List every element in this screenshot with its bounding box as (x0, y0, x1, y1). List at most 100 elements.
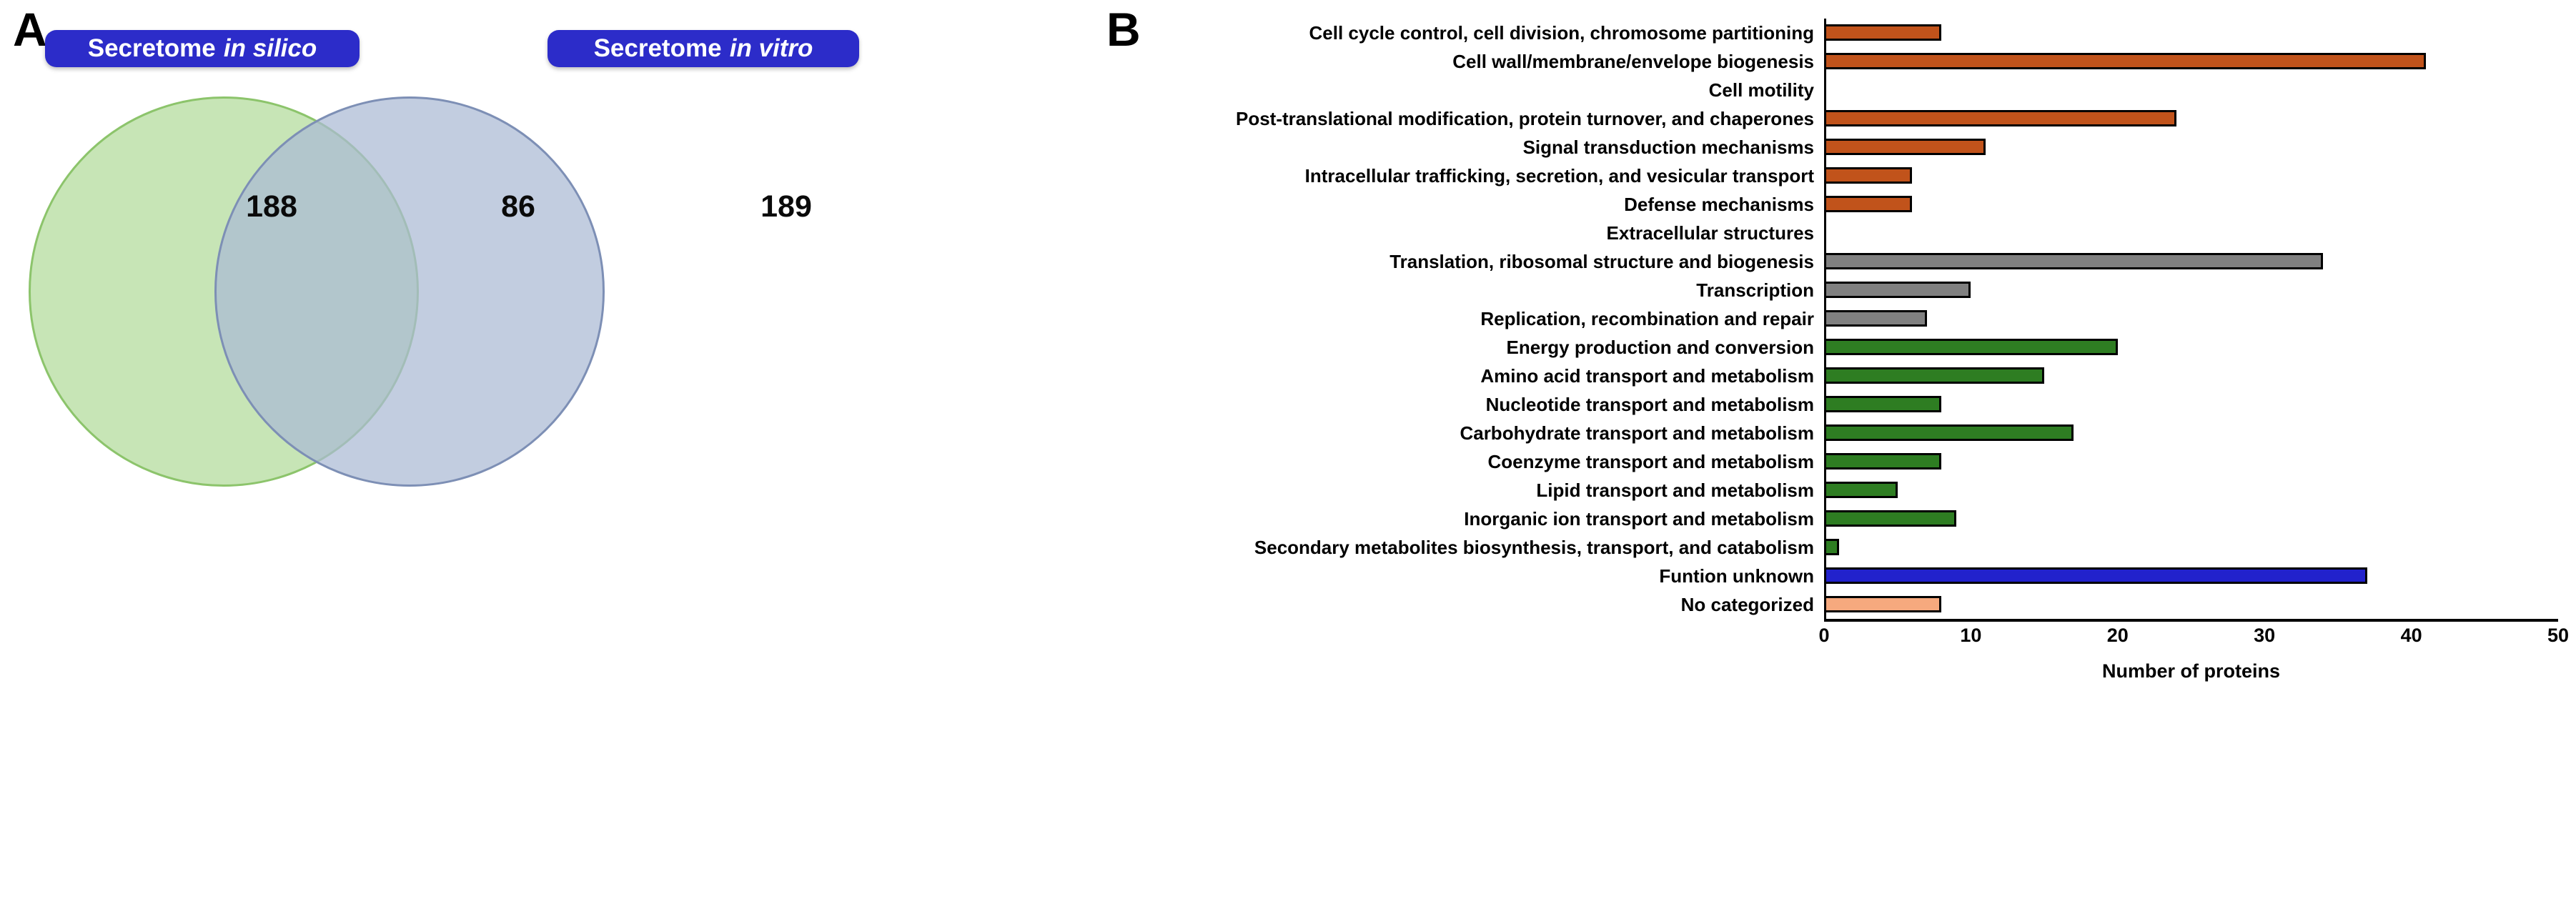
chart-x-tick: 40 (2400, 625, 2422, 646)
chart-row: Post-translational modification, protein… (1072, 104, 2576, 133)
chart-row: Energy production and conversion (1072, 333, 2576, 362)
venn-count-in-vitro-only: 189 (761, 189, 812, 224)
panel-a-label: A (13, 3, 47, 56)
chart-bar-track (1824, 505, 2576, 533)
venn-label-silico-italic: in silico (223, 34, 317, 62)
chart-x-tick: 30 (2254, 625, 2276, 646)
chart-row: Secondary metabolites biosynthesis, tran… (1072, 533, 2576, 562)
chart-category-label: Post-translational modification, protein… (1235, 108, 1814, 129)
chart-bar[interactable] (1824, 110, 2176, 126)
chart-category-label: No categorized (1680, 594, 1814, 615)
chart-category-label: Transcription (1696, 279, 1814, 301)
chart-x-axis (1824, 619, 2558, 622)
chart-category-label: Intracellular trafficking, secretion, an… (1304, 165, 1814, 187)
chart-x-axis-title: Number of proteins (2101, 660, 2280, 682)
chart-bar[interactable] (1824, 567, 2367, 584)
chart-category-label: Carbohydrate transport and metabolism (1460, 422, 1814, 444)
chart-category-label: Cell cycle control, cell division, chrom… (1309, 22, 1814, 44)
venn-count-intersection: 86 (501, 189, 535, 224)
chart-x-tick: 20 (2106, 625, 2129, 646)
chart-category-label: Cell wall/membrane/envelope biogenesis (1452, 51, 1814, 72)
chart-bar[interactable] (1824, 510, 1956, 527)
chart-x-tick: 10 (1960, 625, 1982, 646)
chart-bar-track (1824, 133, 2576, 162)
chart-bar-track (1824, 76, 2576, 104)
chart-bar[interactable] (1824, 339, 2118, 355)
chart-row: Amino acid transport and metabolism (1072, 362, 2576, 390)
chart-category-label: Amino acid transport and metabolism (1480, 365, 1814, 387)
chart-bar[interactable] (1824, 396, 1942, 412)
chart-bar-track (1824, 533, 2576, 562)
chart-bar[interactable] (1824, 139, 1986, 155)
chart-category-label: Secondary metabolites biosynthesis, tran… (1254, 537, 1814, 558)
chart-bar[interactable] (1824, 253, 2324, 269)
chart-bar-track (1824, 304, 2576, 333)
chart-bar[interactable] (1824, 453, 1942, 470)
chart-row: Signal transduction mechanisms (1072, 133, 2576, 162)
chart-bar[interactable] (1824, 167, 1913, 184)
chart-bar-track (1824, 190, 2576, 219)
chart-row: Defense mechanisms (1072, 190, 2576, 219)
chart-category-label: Extracellular structures (1606, 222, 1814, 244)
chart-bar[interactable] (1824, 482, 1898, 498)
chart-bar-track (1824, 590, 2576, 619)
chart-bar-track (1824, 447, 2576, 476)
chart-bar[interactable] (1824, 24, 1942, 41)
chart-row: Carbohydrate transport and metabolism (1072, 419, 2576, 447)
cog-category-bar-chart: Cell cycle control, cell division, chrom… (1072, 0, 2576, 914)
chart-row: No categorized (1072, 590, 2576, 619)
chart-x-tick: 0 (1818, 625, 1830, 646)
chart-bar[interactable] (1824, 539, 1839, 555)
chart-bar[interactable] (1824, 282, 1971, 298)
chart-bar-track (1824, 162, 2576, 190)
chart-row: Cell cycle control, cell division, chrom… (1072, 19, 2576, 47)
chart-rows-container: Cell cycle control, cell division, chrom… (1072, 19, 2576, 619)
chart-bar-track (1824, 47, 2576, 76)
chart-row: Transcription (1072, 276, 2576, 304)
venn-label-silico-main: Secretome (87, 34, 216, 62)
chart-row: Cell wall/membrane/envelope biogenesis (1072, 47, 2576, 76)
chart-bar-track (1824, 362, 2576, 390)
chart-x-tick-labels: 0 10 20 30 40 50 (1818, 625, 2569, 653)
chart-row: Coenzyme transport and metabolism (1072, 447, 2576, 476)
chart-category-label: Defense mechanisms (1624, 194, 1814, 215)
chart-category-label: Translation, ribosomal structure and bio… (1389, 251, 1814, 272)
chart-category-label: Lipid transport and metabolism (1536, 480, 1814, 501)
venn-label-secretome-in-silico: Secretome in silico (45, 30, 360, 67)
chart-y-axis (1824, 19, 1826, 619)
chart-category-label: Energy production and conversion (1506, 337, 1815, 358)
chart-bar-track (1824, 19, 2576, 47)
chart-bar-track (1824, 419, 2576, 447)
chart-row: Nucleotide transport and metabolism (1072, 390, 2576, 419)
chart-category-label: Inorganic ion transport and metabolism (1464, 508, 1814, 530)
chart-x-tick: 50 (2547, 625, 2570, 646)
chart-category-label: Coenzyme transport and metabolism (1487, 451, 1814, 472)
chart-bar[interactable] (1824, 424, 2074, 441)
panel-b-bar-chart: B Cell cycle control, cell division, chr… (1072, 0, 2576, 914)
chart-bar-track (1824, 247, 2576, 276)
chart-row: Intracellular trafficking, secretion, an… (1072, 162, 2576, 190)
chart-bar[interactable] (1824, 310, 1927, 327)
chart-bar[interactable] (1824, 367, 2045, 384)
venn-count-in-silico-only: 188 (246, 189, 297, 224)
chart-bar[interactable] (1824, 596, 1942, 612)
chart-bar-track (1824, 104, 2576, 133)
venn-label-vitro-italic: in vitro (729, 34, 813, 62)
chart-bar[interactable] (1824, 196, 1913, 212)
venn-circle-in-vitro (214, 96, 605, 487)
chart-bar-track (1824, 476, 2576, 505)
chart-row: Translation, ribosomal structure and bio… (1072, 247, 2576, 276)
chart-bar-track (1824, 333, 2576, 362)
chart-bar-track (1824, 219, 2576, 247)
chart-category-label: Nucleotide transport and metabolism (1485, 394, 1814, 415)
chart-bar[interactable] (1824, 53, 2427, 69)
chart-category-label: Funtion unknown (1659, 565, 1814, 587)
chart-row: Inorganic ion transport and metabolism (1072, 505, 2576, 533)
venn-label-secretome-in-vitro: Secretome in vitro (548, 30, 859, 67)
chart-bar-track (1824, 562, 2576, 590)
chart-bar-track (1824, 390, 2576, 419)
chart-category-label: Cell motility (1708, 79, 1814, 101)
chart-row: Extracellular structures (1072, 219, 2576, 247)
chart-row: Cell motility (1072, 76, 2576, 104)
panel-b-label: B (1106, 3, 1141, 56)
